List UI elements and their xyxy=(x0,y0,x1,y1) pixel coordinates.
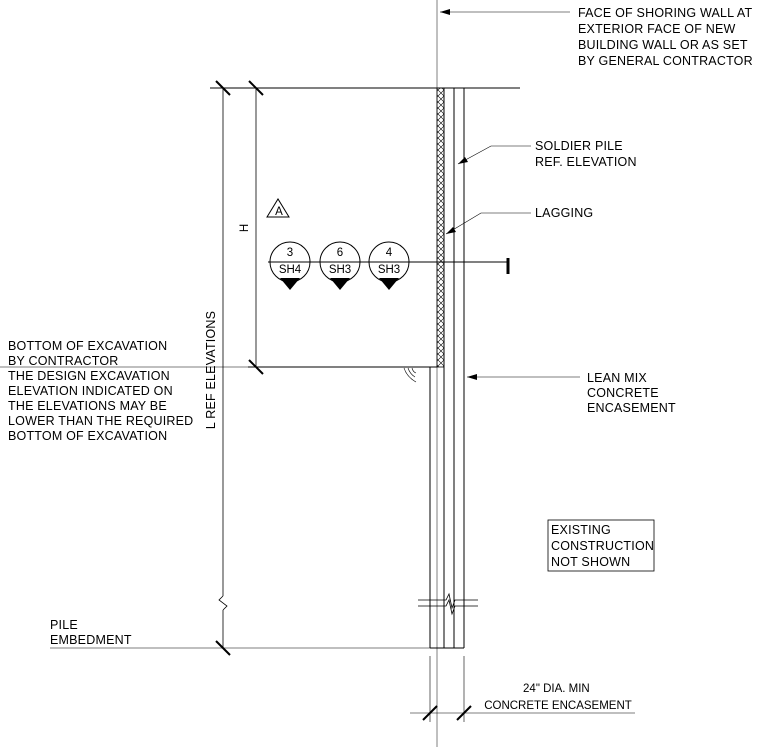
callout-2-number: 6 xyxy=(337,247,343,259)
note-pile-embedment: PILE EMBEDMENT xyxy=(50,618,132,647)
callout-2-sheet: SH3 xyxy=(329,264,351,276)
h-dimension-label: H xyxy=(239,224,251,232)
note-soldier-pile: SOLDIER PILE REF. ELEVATION xyxy=(535,139,637,169)
section-callout-2: 6 SH3 xyxy=(319,241,361,290)
l-dimension-label: L REF ELEVATIONS xyxy=(204,311,218,429)
note-face-of-shoring: FACE OF SHORING WALL AT EXTERIOR FACE OF… xyxy=(578,6,756,68)
pile-break-symbol xyxy=(418,592,478,616)
section-callout-1: 3 SH4 xyxy=(269,241,311,290)
excavation-soil-mark xyxy=(403,367,417,383)
callout-3-number: 4 xyxy=(386,247,393,259)
callout-3-sheet: SH3 xyxy=(378,264,400,276)
face-of-shoring-leader xyxy=(440,9,570,15)
soldier-pile xyxy=(429,88,465,649)
detail-marker: A xyxy=(266,198,290,218)
callout-1-number: 3 xyxy=(287,247,293,259)
note-lean-mix: LEAN MIX CONCRETE ENCASEMENT xyxy=(587,371,676,415)
section-callout-3: 4 SH3 xyxy=(368,241,410,290)
lagging-hatch xyxy=(436,87,445,368)
note-lagging: LAGGING xyxy=(535,206,593,220)
encasement-dimension xyxy=(410,656,635,722)
lean-mix-leader xyxy=(467,374,580,380)
l-dimension xyxy=(215,80,231,656)
callout-1-sheet: SH4 xyxy=(279,264,302,276)
soldier-pile-leader xyxy=(457,145,531,165)
existing-construction-box xyxy=(547,519,655,572)
note-bottom-of-excavation: BOTTOM OF EXCAVATION BY CONTRACTOR THE D… xyxy=(8,339,197,443)
lagging-leader xyxy=(445,212,531,235)
h-dimension xyxy=(248,80,264,375)
note-existing-construction: EXISTING CONSTRUCTION NOT SHOWN xyxy=(551,523,658,569)
note-encasement-dimension: 24" DIA. MIN CONCRETE ENCASEMENT xyxy=(484,683,632,712)
detail-marker-letter: A xyxy=(275,206,283,218)
